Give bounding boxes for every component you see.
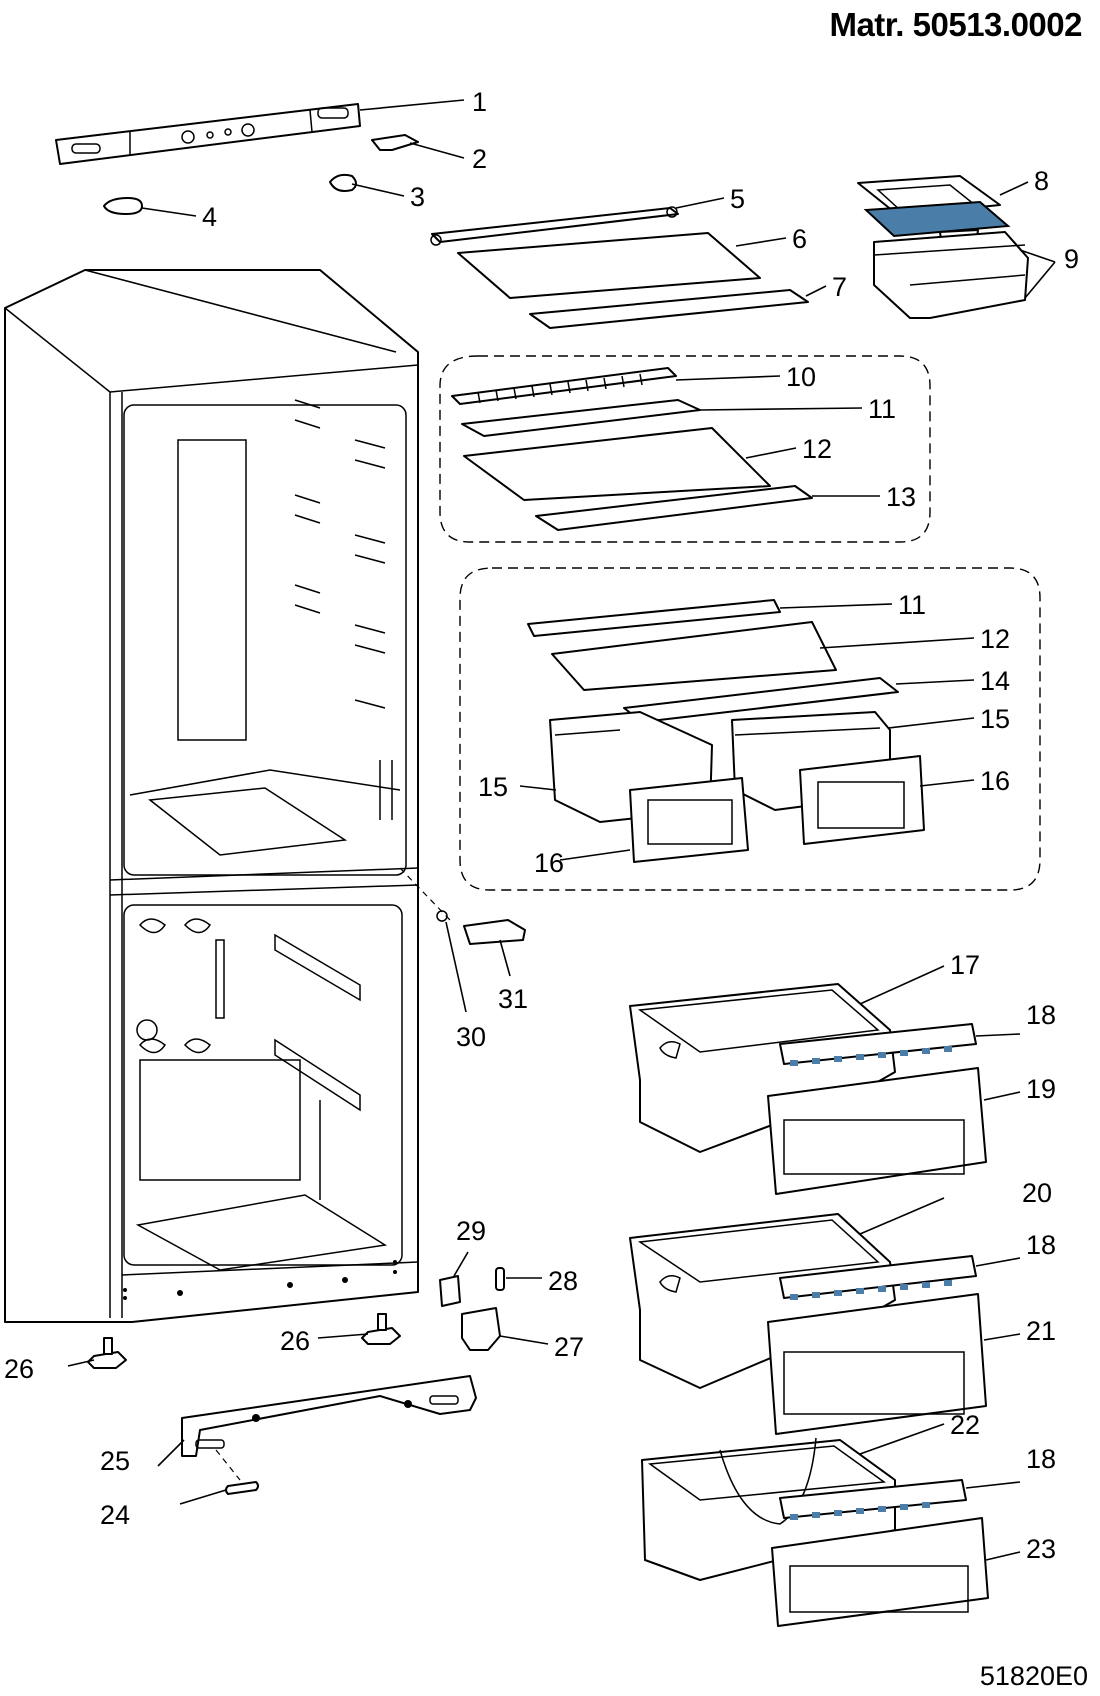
callout-18-a: 18 [1026,1000,1056,1030]
callout-12-b: 12 [980,624,1010,654]
callout-9: 9 [1064,244,1079,274]
parts-17-19-drawer [629,983,987,1195]
part-1-control-panel [55,103,361,165]
callout-11-a: 11 [868,394,896,424]
callout-14: 14 [980,666,1010,696]
callout-18-c: 18 [1026,1444,1056,1474]
group-frame-2 [459,567,1041,891]
part-29-bracket [439,1275,461,1307]
callout-15-a: 15 [980,704,1010,734]
callout-17: 17 [950,950,980,980]
callout-20: 20 [1022,1178,1052,1208]
callout-1: 1 [472,87,487,117]
part-3-bulb [329,173,357,192]
part-25-kickplate [181,1375,477,1457]
part-26-foot-right [361,1327,401,1345]
callout-30: 30 [456,1022,486,1052]
callout-7: 7 [832,272,847,302]
part-27-bracket [461,1307,501,1351]
group-frame-1 [439,355,931,543]
parts-10-13-shelf [451,367,813,531]
callout-28: 28 [548,1266,578,1296]
callout-labels: 1 2 3 4 5 6 7 8 9 10 11 12 13 11 12 14 1… [4,87,1079,1564]
material-number: Matr. 50513.0002 [829,6,1082,43]
drawing-code: 51820E0 [979,1661,1088,1691]
callout-13: 13 [886,482,916,512]
parts-24-29-base [87,1267,505,1495]
callout-5: 5 [730,184,745,214]
callout-25: 25 [100,1446,130,1476]
parts-22-23-drawer [641,1437,989,1627]
callout-12-a: 12 [802,434,832,464]
callout-16-a: 16 [980,766,1010,796]
callout-11-b: 11 [898,590,926,620]
callout-21: 21 [1026,1316,1056,1346]
parts-11-16-crisper [527,599,925,863]
part-24-clip [225,1481,259,1495]
leader-lines [67,99,1056,1561]
part-31-hinge [463,919,526,945]
callout-6: 6 [792,224,807,254]
fridge-cabinet [4,269,419,1323]
callout-8: 8 [1034,166,1049,196]
callout-27: 27 [554,1332,584,1362]
callout-3: 3 [410,182,425,212]
parts-8-9-box [857,175,1029,319]
callout-15-b: 15 [478,772,508,802]
callout-26-a: 26 [4,1354,34,1384]
callout-26-b: 26 [280,1326,310,1356]
part-4-cap [103,197,143,215]
callout-24: 24 [100,1500,130,1530]
callout-31: 31 [498,984,528,1014]
parts-20-21-drawer [629,1213,987,1435]
callout-29: 29 [456,1216,486,1246]
callout-18-b: 18 [1026,1230,1056,1260]
parts-5-7-shelf [430,206,809,329]
callout-4: 4 [202,202,217,232]
callout-16-b: 16 [534,848,564,878]
part-30-pin [436,910,448,922]
callout-22: 22 [950,1410,980,1440]
callout-19: 19 [1026,1074,1056,1104]
callout-23: 23 [1026,1534,1056,1564]
part-28-pin [495,1267,505,1291]
callout-10: 10 [786,362,816,392]
callout-2: 2 [472,144,487,174]
part-2-clip [371,134,419,151]
